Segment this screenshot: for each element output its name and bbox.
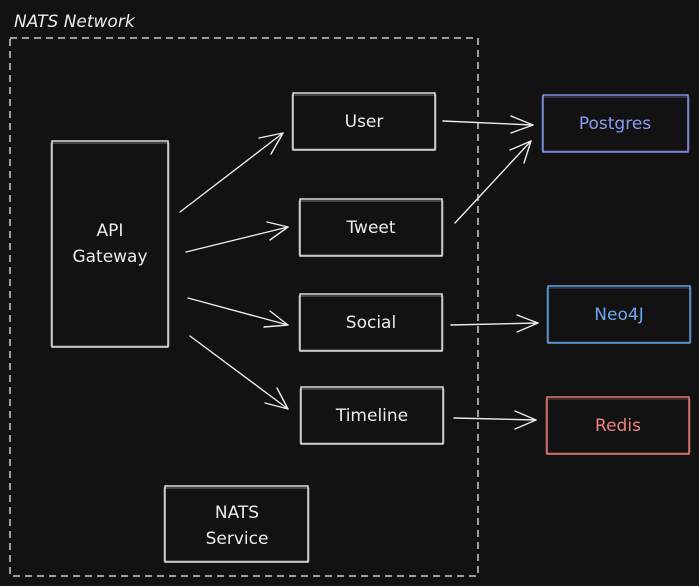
nats-network-boundary: [9, 37, 479, 577]
social-service-node: Social: [298, 293, 444, 352]
redis-node: Redis: [545, 396, 691, 455]
nats-service-label-line2: Service: [206, 529, 269, 549]
nats-service-node: NATS Service: [163, 485, 310, 563]
arrow-gateway-to-social: [187, 297, 289, 328]
nats-network-title: NATS Network: [14, 12, 136, 32]
api-gateway-label-line2: Gateway: [72, 247, 147, 267]
arrow-tweet-to-postgres: [454, 140, 532, 224]
user-service-label: User: [345, 112, 384, 132]
api-gateway-label-line1: API: [97, 221, 124, 241]
user-service-node: User: [291, 92, 437, 151]
nats-service-label-line1: NATS: [215, 503, 259, 523]
api-gateway-node: API Gateway: [50, 140, 170, 348]
timeline-service-label: Timeline: [335, 406, 408, 426]
arrow-gateway-to-tweet: [185, 221, 289, 253]
timeline-service-node: Timeline: [299, 386, 445, 445]
neo4j-label: Neo4J: [594, 305, 643, 325]
tweet-service-node: Tweet: [298, 198, 444, 257]
arrow-gateway-to-user: [179, 132, 284, 213]
redis-label: Redis: [595, 416, 641, 436]
arrow-gateway-to-timeline: [189, 335, 289, 410]
postgres-label: Postgres: [579, 114, 651, 134]
postgres-node: Postgres: [541, 94, 690, 153]
neo4j-node: Neo4J: [546, 285, 692, 344]
arrow-timeline-to-redis: [453, 410, 537, 430]
arrow-social-to-neo4j: [450, 314, 539, 333]
social-service-label: Social: [346, 313, 396, 333]
tweet-service-label: Tweet: [345, 218, 395, 238]
arrow-user-to-postgres: [442, 115, 534, 134]
